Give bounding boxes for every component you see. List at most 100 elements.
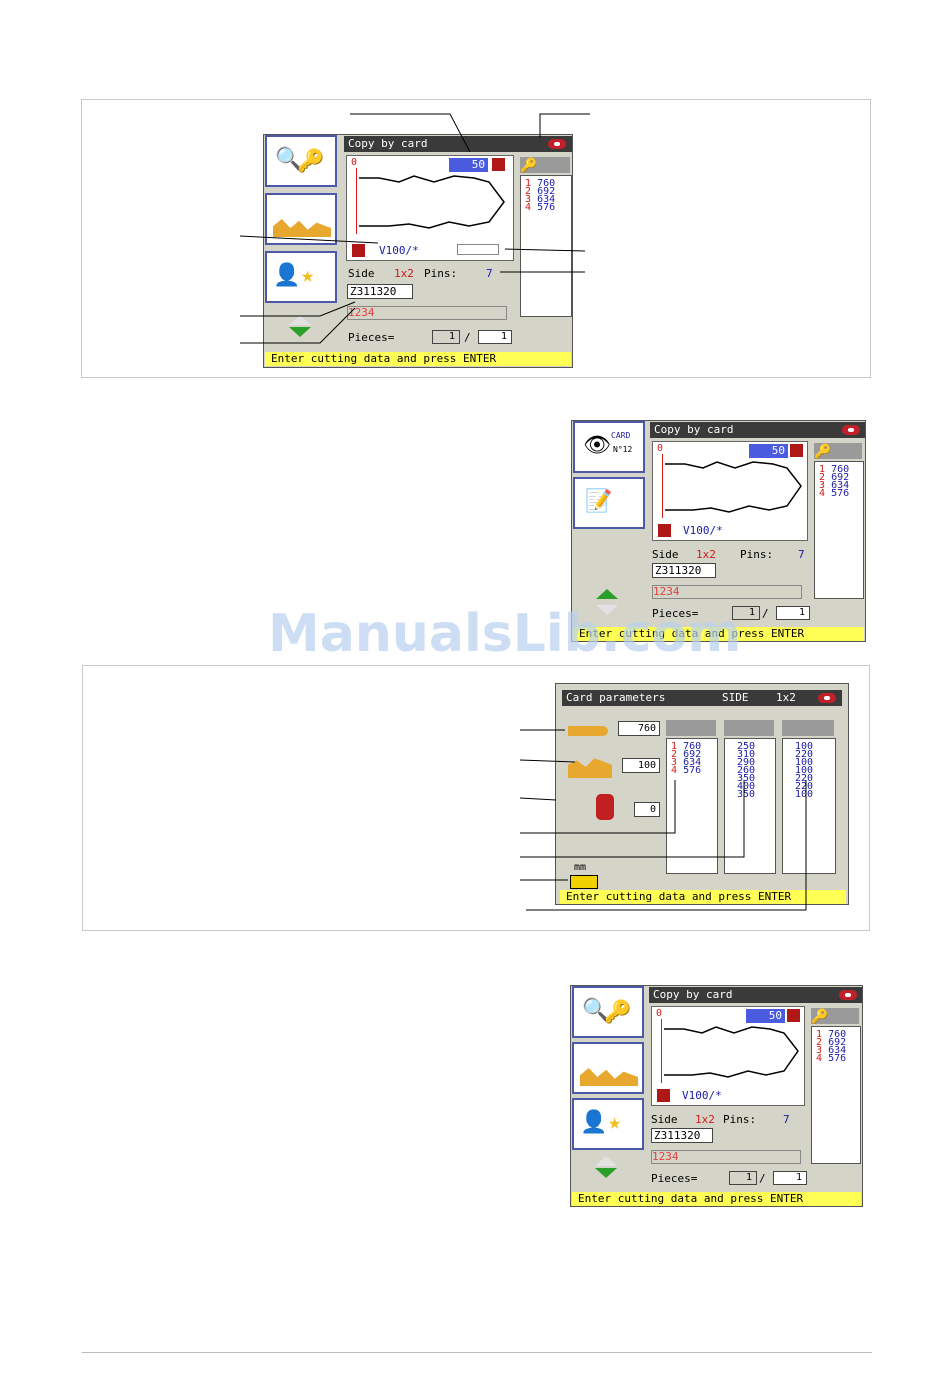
code-input[interactable]: Z311320 [652, 563, 716, 578]
list-item: 2 692 [525, 186, 556, 197]
arrow-up-icon[interactable] [596, 589, 618, 599]
position-marker: 0 [656, 1008, 663, 1019]
silca-logo-icon [818, 693, 836, 703]
arrow-down-icon [596, 605, 618, 615]
pins-value: 7 [486, 267, 493, 280]
arrow-down-icon[interactable] [289, 327, 311, 337]
param2-input[interactable]: 100 [622, 758, 660, 773]
key-small-icon: 🔑 [520, 158, 538, 174]
col2-header [724, 720, 774, 736]
progress-box [457, 244, 499, 255]
pins-value: 7 [783, 1113, 790, 1126]
edit-card-button[interactable]: 📝 [573, 477, 645, 529]
col1-header [666, 720, 716, 736]
ruler-icon[interactable] [570, 875, 598, 889]
pieces-current[interactable]: 1 [729, 1171, 757, 1185]
settings-icon[interactable] [492, 158, 505, 171]
pins-value: 7 [798, 548, 805, 561]
speed-value[interactable]: 50 [746, 1009, 785, 1023]
list-item: 220 [795, 781, 814, 792]
list-header [520, 157, 570, 173]
col3-header [782, 720, 834, 736]
list-item: 100 [795, 757, 814, 768]
operator-icon: 👤 [580, 1110, 608, 1135]
list-item: 1 760 [525, 178, 556, 189]
status-bar: Enter cutting data and press ENTER [560, 890, 846, 904]
footer-rule [82, 1352, 872, 1353]
param1-input[interactable]: 760 [618, 721, 660, 736]
pieces-total[interactable]: 1 [773, 1171, 807, 1185]
silca-logo-icon [842, 425, 860, 435]
copy-by-card-screen-4: 🔍 🔑 👤 ★ Copy by card 0 50 V100/* Side 1x… [570, 985, 863, 1207]
profile-label: V100/* [379, 244, 419, 257]
pieces-current[interactable]: 1 [432, 330, 460, 344]
profile-label: V100/* [682, 1089, 722, 1102]
pins-label: Pins: [740, 548, 774, 561]
list-item: 2 692 [819, 472, 850, 483]
pieces-current[interactable]: 1 [732, 606, 760, 620]
list-item: 3 634 [819, 480, 850, 491]
pieces-separator: / [464, 331, 471, 344]
clamp-icon [352, 244, 365, 257]
param3-input[interactable]: 0 [634, 802, 660, 817]
list-item: 290 [737, 757, 756, 768]
clamp-icon [658, 524, 671, 537]
status-bar: Enter cutting data and press ENTER [572, 1192, 861, 1206]
search-key-button[interactable]: 🔍 🔑 [572, 986, 644, 1038]
list-item: 100 [795, 741, 814, 752]
copy-by-card-screen-1: 🔍 🔑 👤 ★ Copy by card 0 50 V100/* Side 1x… [263, 134, 573, 368]
profile-panel: 0 50 V100/* [346, 155, 514, 261]
pieces-total[interactable]: 1 [776, 606, 810, 620]
cut-profile-button[interactable] [572, 1042, 644, 1094]
cutter-param-icon [596, 794, 614, 820]
list-item: 310 [737, 749, 756, 760]
pieces-total[interactable]: 1 [478, 330, 512, 344]
list-item: 3 634 [525, 194, 556, 205]
list-item: 3 634 [671, 757, 702, 768]
speed-value[interactable]: 50 [449, 158, 488, 172]
list-item: 260 [737, 765, 756, 776]
copy-by-card-screen-2: 👁 CARD N°12 📝 Copy by card 0 50 V100/* S… [571, 420, 866, 642]
list-item: 100 [795, 765, 814, 776]
magnifier-key-icon: 🔍 [275, 147, 303, 172]
profile-panel: 0 50 V100/* [651, 1006, 805, 1106]
position-line [662, 454, 663, 518]
list-item: 4 576 [816, 1053, 847, 1064]
pins-label: Pins: [723, 1113, 757, 1126]
edit-card-icon: 📝 [585, 489, 613, 514]
operator-card-button[interactable]: 👤 ★ [572, 1098, 644, 1150]
settings-icon[interactable] [787, 1009, 800, 1022]
status-bar: Enter cutting data and press ENTER [265, 352, 571, 366]
settings-icon[interactable] [790, 444, 803, 457]
view-card-button[interactable]: 👁 CARD N°12 [573, 421, 645, 473]
card-parameters-screen: Card parameters SIDE 1x2 760 100 0 mm 1 … [555, 683, 849, 905]
arrow-down-icon[interactable] [595, 1168, 617, 1178]
red-code: 1234 [347, 306, 507, 320]
list-item: 400 [737, 781, 756, 792]
position-line [661, 1019, 662, 1083]
cut-profile-button[interactable] [265, 193, 337, 245]
depth-list: 1 760 2 692 3 634 4 576 [814, 461, 864, 599]
card-label: CARD [611, 431, 631, 440]
col2-list: 250 310 290 260 350 400 350 [724, 738, 776, 874]
list-item: 1 760 [819, 464, 850, 475]
list-item: 350 [737, 789, 756, 800]
magnifier-key-icon: 🔍 [582, 998, 610, 1023]
list-header [814, 443, 862, 459]
key-profile-outline [359, 175, 505, 229]
pieces-label: Pieces= [651, 1172, 698, 1185]
key-small-icon: 🔑 [811, 1009, 829, 1025]
code-input[interactable]: Z311320 [651, 1128, 713, 1143]
window-title: Copy by card [650, 422, 865, 438]
search-key-button[interactable]: 🔍 🔑 [265, 135, 337, 187]
depth-param-icon [568, 726, 608, 736]
side-value: 1x2 [776, 691, 796, 704]
list-item: 4 576 [525, 202, 556, 213]
unit-label: mm [574, 862, 587, 873]
profile-panel: 0 50 V100/* [652, 441, 808, 541]
code-input[interactable]: Z311320 [347, 284, 413, 299]
star-card-icon: ★ [301, 263, 315, 288]
operator-card-button[interactable]: 👤 ★ [265, 251, 337, 303]
speed-value[interactable]: 50 [749, 444, 788, 458]
key-profile-line [359, 175, 505, 229]
